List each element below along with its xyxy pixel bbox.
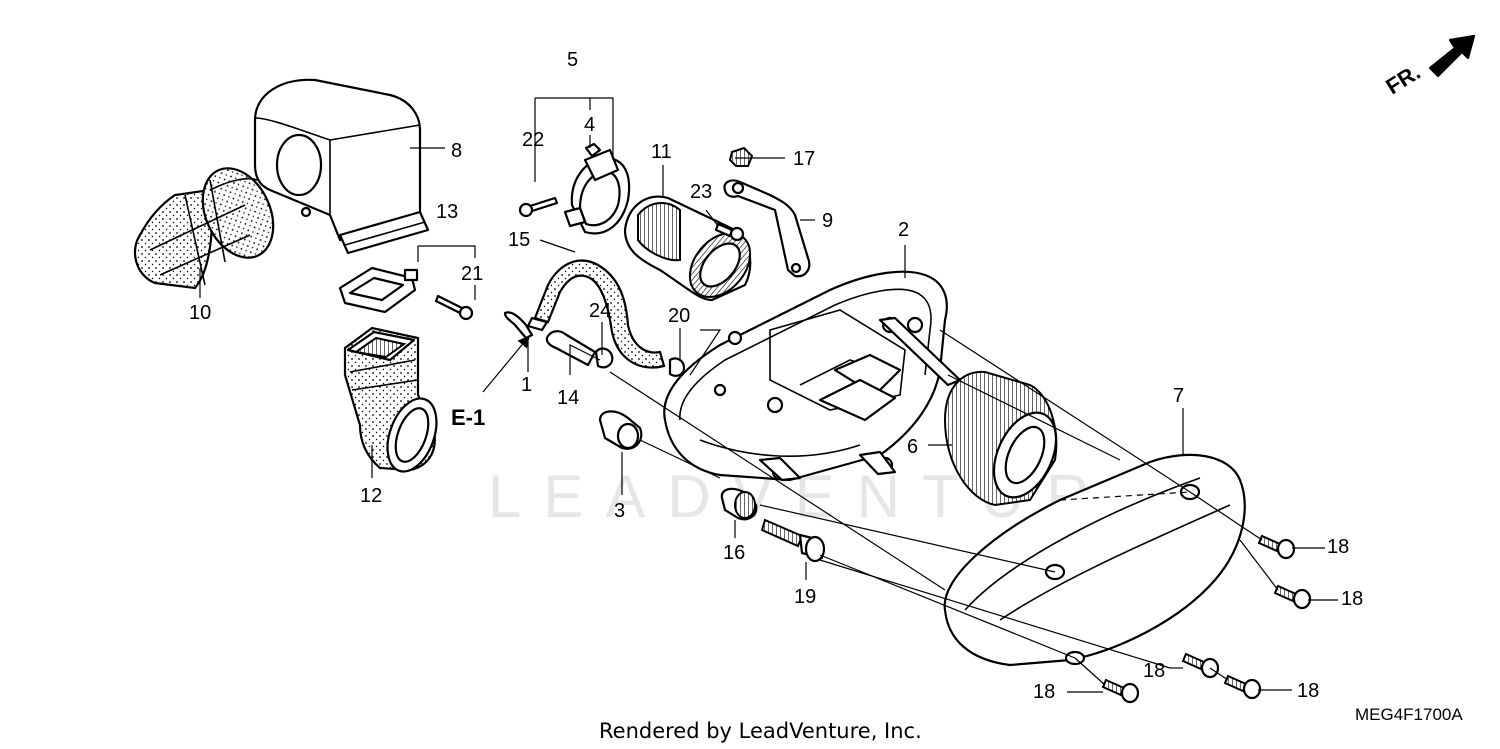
part-12-intake-duct[interactable]: [343, 326, 446, 478]
part-18-screw-b[interactable]: [1273, 584, 1312, 610]
part-15-breather-tube[interactable]: [526, 259, 666, 369]
part-18-screw-d[interactable]: [1223, 674, 1262, 700]
leader-lines: [199, 97, 1338, 693]
callout-18-b[interactable]: 18: [1341, 588, 1363, 610]
part-2-air-cleaner-case[interactable]: [663, 270, 962, 482]
callout-22[interactable]: 22: [522, 129, 544, 151]
part-17-nut[interactable]: [728, 146, 754, 167]
front-direction-indicator: FR.: [1381, 34, 1476, 99]
callout-19[interactable]: 19: [794, 586, 816, 608]
callout-18-c[interactable]: 18: [1143, 660, 1165, 682]
callout-20[interactable]: 20: [668, 305, 690, 327]
part-6-air-filter-element[interactable]: [943, 370, 1068, 507]
diagram-code: MEG4F1700A: [1355, 705, 1463, 724]
part-9-stay-bracket[interactable]: [723, 179, 811, 278]
part-14-joint-tube[interactable]: [545, 330, 597, 367]
callout-15[interactable]: 15: [508, 229, 530, 251]
part-7-air-cleaner-cover[interactable]: [943, 453, 1246, 667]
part-11-connecting-tube[interactable]: [623, 195, 762, 309]
part-5-band-clamp[interactable]: [563, 148, 631, 235]
callout-9[interactable]: 9: [822, 210, 833, 232]
part-10-foam-filter[interactable]: [133, 157, 287, 290]
callout-6[interactable]: 6: [907, 436, 918, 458]
callout-8[interactable]: 8: [451, 140, 462, 162]
part-21-screw[interactable]: [434, 294, 474, 321]
part-18-screw-e[interactable]: [1101, 678, 1140, 704]
callout-5[interactable]: 5: [567, 49, 578, 71]
callout-18-d[interactable]: 18: [1297, 680, 1319, 702]
part-20-clamp[interactable]: [668, 357, 686, 377]
callout-2[interactable]: 2: [898, 219, 909, 241]
callout-3[interactable]: 3: [614, 500, 625, 522]
callout-labels: 5 4 22 11 8 17 23 9 13 2 15 21 10 24 20 …: [189, 49, 1363, 703]
callout-16[interactable]: 16: [723, 542, 745, 564]
part-22-screw[interactable]: [518, 196, 559, 218]
front-direction-label: FR.: [1381, 59, 1424, 99]
footer-credit: Rendered by LeadVenture, Inc.: [599, 719, 922, 743]
part-24-clamp[interactable]: [594, 347, 614, 369]
part-3-grommet[interactable]: [598, 410, 643, 450]
callout-23[interactable]: 23: [690, 181, 712, 203]
callout-21[interactable]: 21: [461, 263, 483, 285]
callout-13[interactable]: 13: [436, 201, 458, 223]
callout-10[interactable]: 10: [189, 302, 211, 324]
part-18-screw-c[interactable]: [1181, 652, 1220, 679]
callout-24[interactable]: 24: [589, 300, 611, 322]
part-19-bolt[interactable]: [760, 518, 826, 563]
callout-11[interactable]: 11: [651, 141, 672, 163]
callout-14[interactable]: 14: [557, 387, 579, 409]
part-16-grommet[interactable]: [720, 487, 758, 521]
reference-label-e1[interactable]: E-1: [451, 405, 485, 430]
part-23-bolt[interactable]: [714, 222, 745, 242]
callout-18-e[interactable]: 18: [1033, 681, 1055, 703]
part-13-seal[interactable]: [338, 266, 419, 314]
callout-12[interactable]: 12: [360, 485, 382, 507]
part-18-screw-a[interactable]: [1257, 534, 1296, 560]
callout-17[interactable]: 17: [793, 148, 815, 170]
part-8-intake-cover[interactable]: [253, 78, 430, 255]
callout-18-a[interactable]: 18: [1327, 536, 1349, 558]
callout-1[interactable]: 1: [521, 374, 532, 396]
callout-7[interactable]: 7: [1173, 385, 1184, 407]
callout-4[interactable]: 4: [584, 114, 595, 136]
